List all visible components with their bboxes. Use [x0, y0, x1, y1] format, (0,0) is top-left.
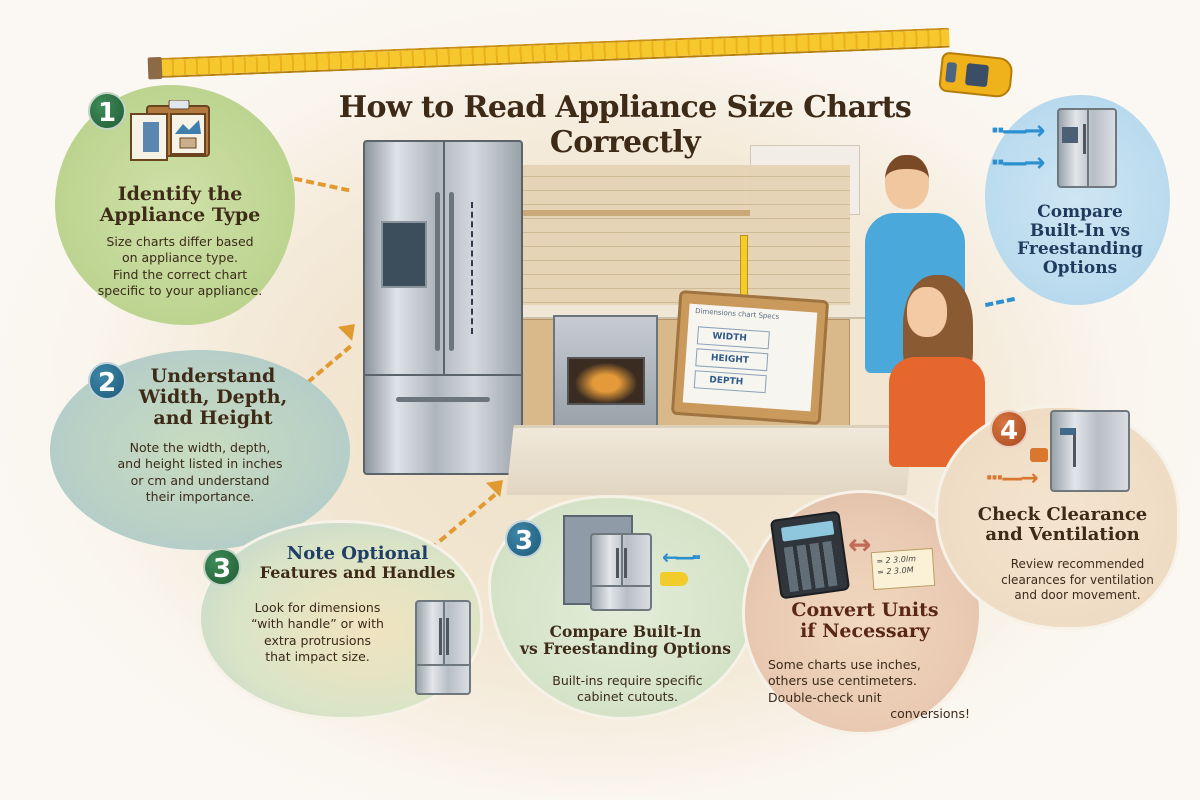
text-line: conversions!	[890, 705, 970, 721]
calculator-icon	[769, 510, 851, 600]
step-1-description: Size charts differ based on appliance ty…	[70, 234, 290, 299]
stainless-fridge-illustration	[363, 140, 523, 475]
text-line: Review recommended	[1010, 557, 1145, 571]
kitchen-scene-illustration: Dimensions chart Specs WIDTH HEIGHT DEPT…	[345, 135, 985, 495]
step-2-description: Note the width, depth, and height listed…	[85, 440, 315, 505]
height-dimension-arrow-icon	[471, 201, 474, 334]
step-2-title-line2: Width, Depth,	[138, 385, 288, 408]
text-line: Look for dimensions	[254, 600, 381, 615]
step-3-built-in-title: Compare Built-In vs Freestanding Options	[498, 623, 753, 657]
oven-icon	[553, 315, 658, 427]
step-4-title-line2: and Ventilation	[985, 523, 1140, 545]
step-1-badge: 1	[88, 92, 126, 130]
page-title: How to Read Appliance Size Charts Correc…	[338, 90, 912, 160]
step-4-title-line1: Check Clearance	[977, 504, 1148, 525]
clipboard-row-height: HEIGHT	[695, 348, 769, 372]
text-line: specific to your appliance.	[97, 282, 263, 298]
step-4-description: Review recommended clearances for ventil…	[975, 557, 1180, 604]
wall-shelf	[520, 210, 750, 216]
step-3-built-in-description: Built-ins require specific cabinet cutou…	[505, 673, 750, 706]
fridge-clearance-icon	[1050, 410, 1130, 492]
step-2-title: Understand Width, Depth, and Height	[118, 366, 308, 429]
arrow-right-icon: ···—→	[985, 466, 1038, 491]
step-2-badge: 2	[88, 362, 126, 400]
step-3-built-in-title-line2: vs Freestanding Options	[520, 639, 731, 659]
arrow-right-icon: ··—→	[990, 116, 1046, 146]
swap-arrows-icon: ↔	[848, 528, 872, 561]
text-line: Size charts differ based	[106, 234, 254, 249]
step-1-title-line2: Appliance Type	[99, 203, 261, 226]
step-2-title-line3: and Height	[153, 406, 273, 429]
clipboard-header: Dimensions chart Specs	[694, 307, 780, 321]
text-line: on appliance type.	[121, 250, 239, 266]
text-line: and height listed in inches	[117, 456, 283, 472]
text-line: cabinet cutouts.	[576, 689, 679, 705]
text-line: Find the correct chart	[112, 266, 248, 282]
arrow-left-icon: ←—··	[662, 545, 702, 569]
arrow-right-icon: ··—→	[990, 148, 1046, 178]
convert-units-title: Convert Units if Necessary	[755, 600, 975, 642]
text-line: extra protrusions	[263, 632, 372, 648]
convert-units-title-line1: Convert Units	[791, 599, 939, 621]
step-3-features-badge: 3	[203, 548, 241, 586]
text-line: clearances for ventilation	[1001, 572, 1154, 587]
text-line: that impact size.	[265, 648, 370, 664]
compare-title-line1: Compare	[1037, 202, 1123, 222]
text-line: others use centimeters.	[768, 673, 917, 689]
step-3-title-line2: Features and Handles	[259, 562, 456, 582]
clipboard-documents-icon	[130, 100, 210, 161]
yellow-tab-icon	[660, 572, 688, 586]
step-3-features-description: Look for dimensions “with handle” or wit…	[225, 600, 410, 665]
french-door-fridge-icon	[415, 600, 471, 695]
text-line: Double-check unit	[768, 689, 882, 705]
clipboard-row-depth: DEPTH	[693, 370, 767, 394]
convert-units-title-line2: if Necessary	[800, 619, 930, 642]
step-3-built-in-title-line1: Compare Built-In	[549, 622, 702, 641]
compare-title-line4: Options	[1042, 258, 1118, 279]
kitchen-island	[506, 425, 914, 495]
text-line: Built-ins require specific	[552, 673, 703, 688]
vent-cap-icon	[1030, 448, 1048, 462]
compare-title-line3: Freestanding	[1017, 239, 1143, 260]
step-3-built-in-badge: 3	[505, 520, 543, 558]
step-2-title-line1: Understand	[150, 365, 276, 387]
step-3-title-line1: Note Optional	[286, 543, 429, 564]
conversion-note: = 2 3.0lm = 2 3.0M	[870, 547, 936, 591]
text-line: or cm and understand	[130, 472, 270, 488]
clipboard-row-width: WIDTH	[696, 326, 770, 350]
dimension-chart-clipboard: Dimensions chart Specs WIDTH HEIGHT DEPT…	[670, 289, 830, 426]
text-line: Note the width, depth,	[129, 440, 271, 455]
step-4-badge: 4	[990, 410, 1028, 448]
step-4-title: Check Clearance and Ventilation	[955, 505, 1170, 545]
step-3-features-title: Note Optional Features and Handles	[240, 544, 475, 581]
text-line: their importance.	[145, 488, 255, 504]
step-1-title: Identify the Appliance Type	[75, 184, 285, 226]
side-by-side-fridge-icon	[1057, 108, 1117, 188]
built-in-fridge-icon	[590, 533, 652, 611]
text-line: “with handle” or with	[251, 616, 384, 632]
compare-title-line2: Built-In vs	[1029, 220, 1131, 241]
text-line: and door movement.	[1014, 588, 1141, 603]
text-line: Some charts use inches,	[768, 657, 921, 672]
convert-units-description: Some charts use inches, others use centi…	[760, 657, 980, 722]
step-1-title-line1: Identify the	[117, 183, 243, 205]
compare-options-title: Compare Built-In vs Freestanding Options	[1000, 203, 1160, 278]
